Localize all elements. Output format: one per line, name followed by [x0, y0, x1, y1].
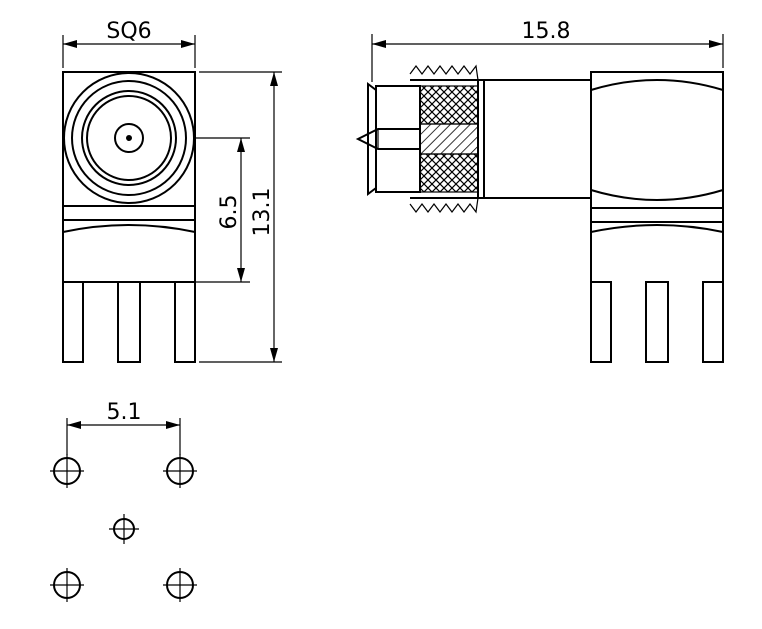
pin-hole-center: [109, 514, 139, 544]
dim-label-15-8: 15.8: [522, 19, 571, 44]
pin-hole-top-right: [163, 454, 197, 488]
footprint: 5.1: [50, 400, 197, 602]
dim-label-5-1: 5.1: [107, 400, 142, 425]
dim-label-6-5: 6.5: [217, 195, 242, 230]
front-view: [62, 71, 196, 363]
dim-label-sq6: SQ6: [106, 19, 151, 44]
pin-hole-bottom-right: [163, 568, 197, 602]
dimension-sq6: SQ6: [62, 19, 196, 68]
dimension-15-8: 15.8: [371, 19, 724, 82]
pin-hole-bottom-left: [50, 568, 84, 602]
pin-hole-top-left: [50, 454, 84, 488]
side-view: [355, 64, 724, 363]
dimension-6-5: 6.5: [195, 137, 250, 283]
dimension-13-1: 13.1: [199, 71, 282, 363]
dim-label-13-1: 13.1: [250, 188, 275, 237]
